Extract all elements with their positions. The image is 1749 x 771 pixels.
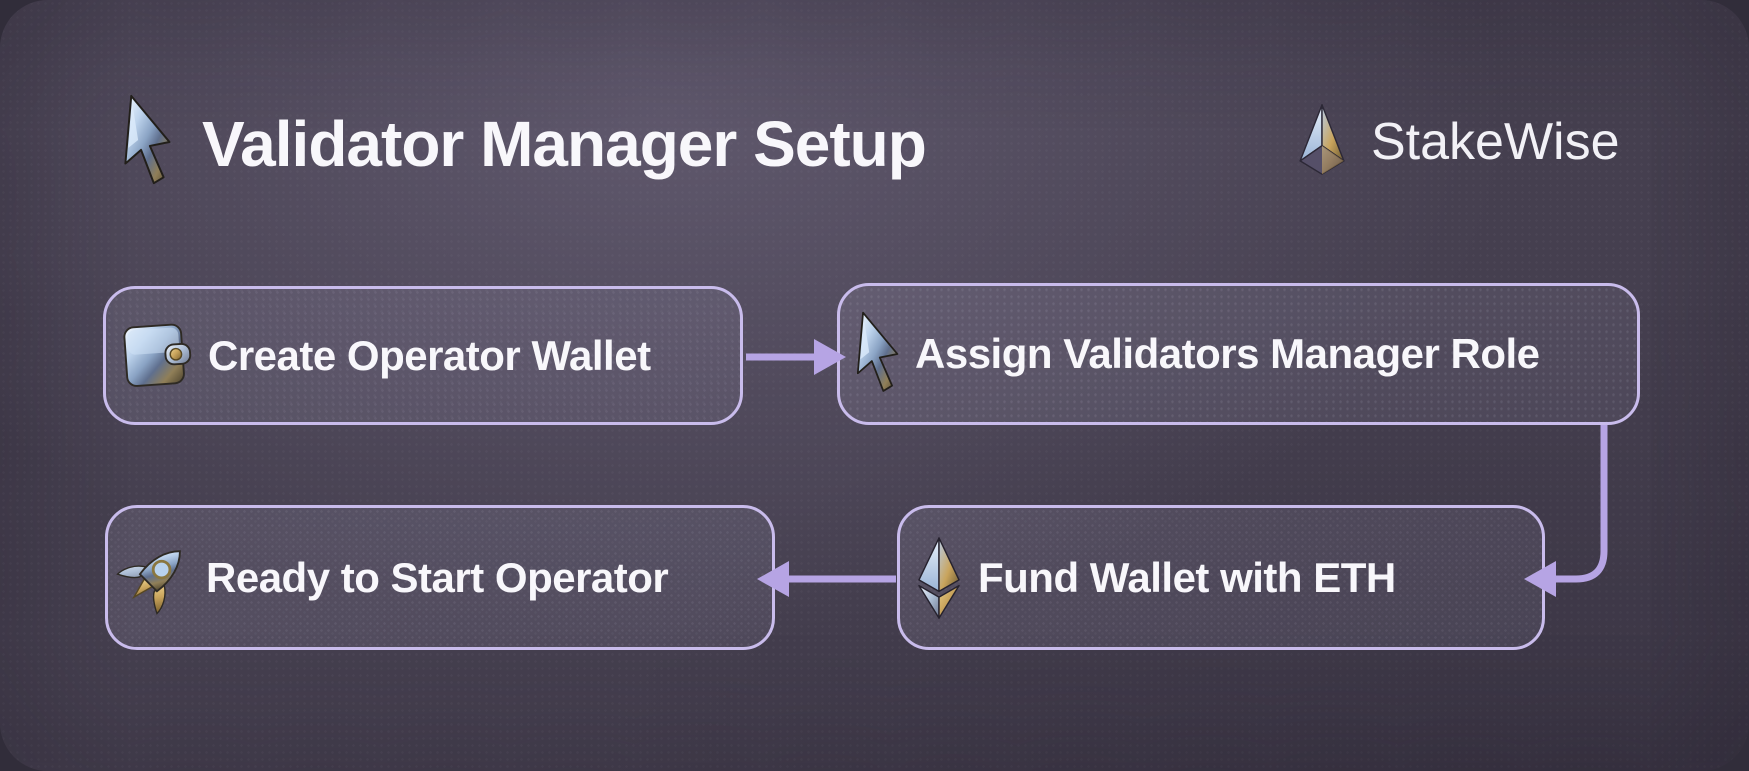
edge-assign-to-fund bbox=[1556, 425, 1608, 583]
brand-logo: StakeWise bbox=[1293, 100, 1620, 184]
ethereum-icon bbox=[914, 536, 964, 620]
cursor-icon bbox=[846, 310, 903, 398]
node-label: Assign Validators Manager Role bbox=[915, 330, 1540, 377]
node-label: Ready to Start Operator bbox=[206, 553, 669, 601]
stakewise-gem-icon bbox=[1293, 102, 1351, 183]
node-label: Fund Wallet with ETH bbox=[978, 553, 1396, 601]
flow-node-create-operator-wallet: Create Operator Wallet bbox=[103, 286, 743, 425]
node-label: Create Operator Wallet bbox=[208, 331, 651, 379]
cursor-3d-icon bbox=[112, 93, 176, 196]
page-title: Validator Manager Setup bbox=[202, 108, 927, 180]
rocket-icon bbox=[116, 539, 194, 617]
wallet-icon bbox=[120, 320, 196, 392]
brand-name: StakeWise bbox=[1371, 113, 1620, 171]
flow-node-fund-wallet-with-eth: Fund Wallet with ETH bbox=[897, 505, 1545, 650]
header: Validator Manager Setup bbox=[112, 92, 927, 196]
flow-node-assign-validators-manager-role: Assign Validators Manager Role bbox=[837, 283, 1640, 425]
flow-node-ready-to-start-operator: Ready to Start Operator bbox=[105, 505, 775, 650]
